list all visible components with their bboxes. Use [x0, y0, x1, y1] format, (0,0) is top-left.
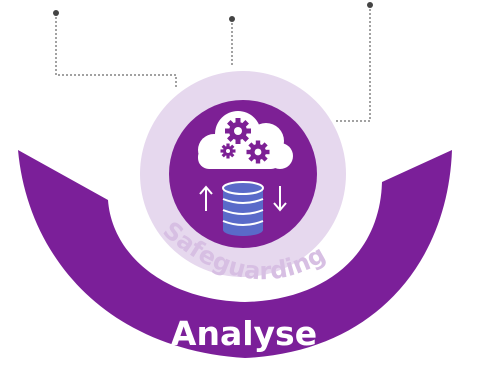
connector-right-dot: [367, 2, 373, 8]
connector-middle-dot: [229, 16, 235, 22]
connector-left-dot: [53, 10, 59, 16]
gears-icon: [220, 118, 270, 164]
connector-left: [55, 13, 177, 88]
connectors: [55, 5, 371, 122]
outer-ring: [18, 150, 452, 358]
connector-right: [334, 5, 371, 122]
arrow-up-icon: [199, 185, 213, 211]
database-icon: [222, 181, 264, 236]
arrow-down-icon: [273, 186, 287, 212]
outer-ring-label: Analyse: [171, 314, 317, 353]
cloud-gears-database-icon: [198, 111, 293, 236]
connector-dots: [53, 2, 373, 22]
